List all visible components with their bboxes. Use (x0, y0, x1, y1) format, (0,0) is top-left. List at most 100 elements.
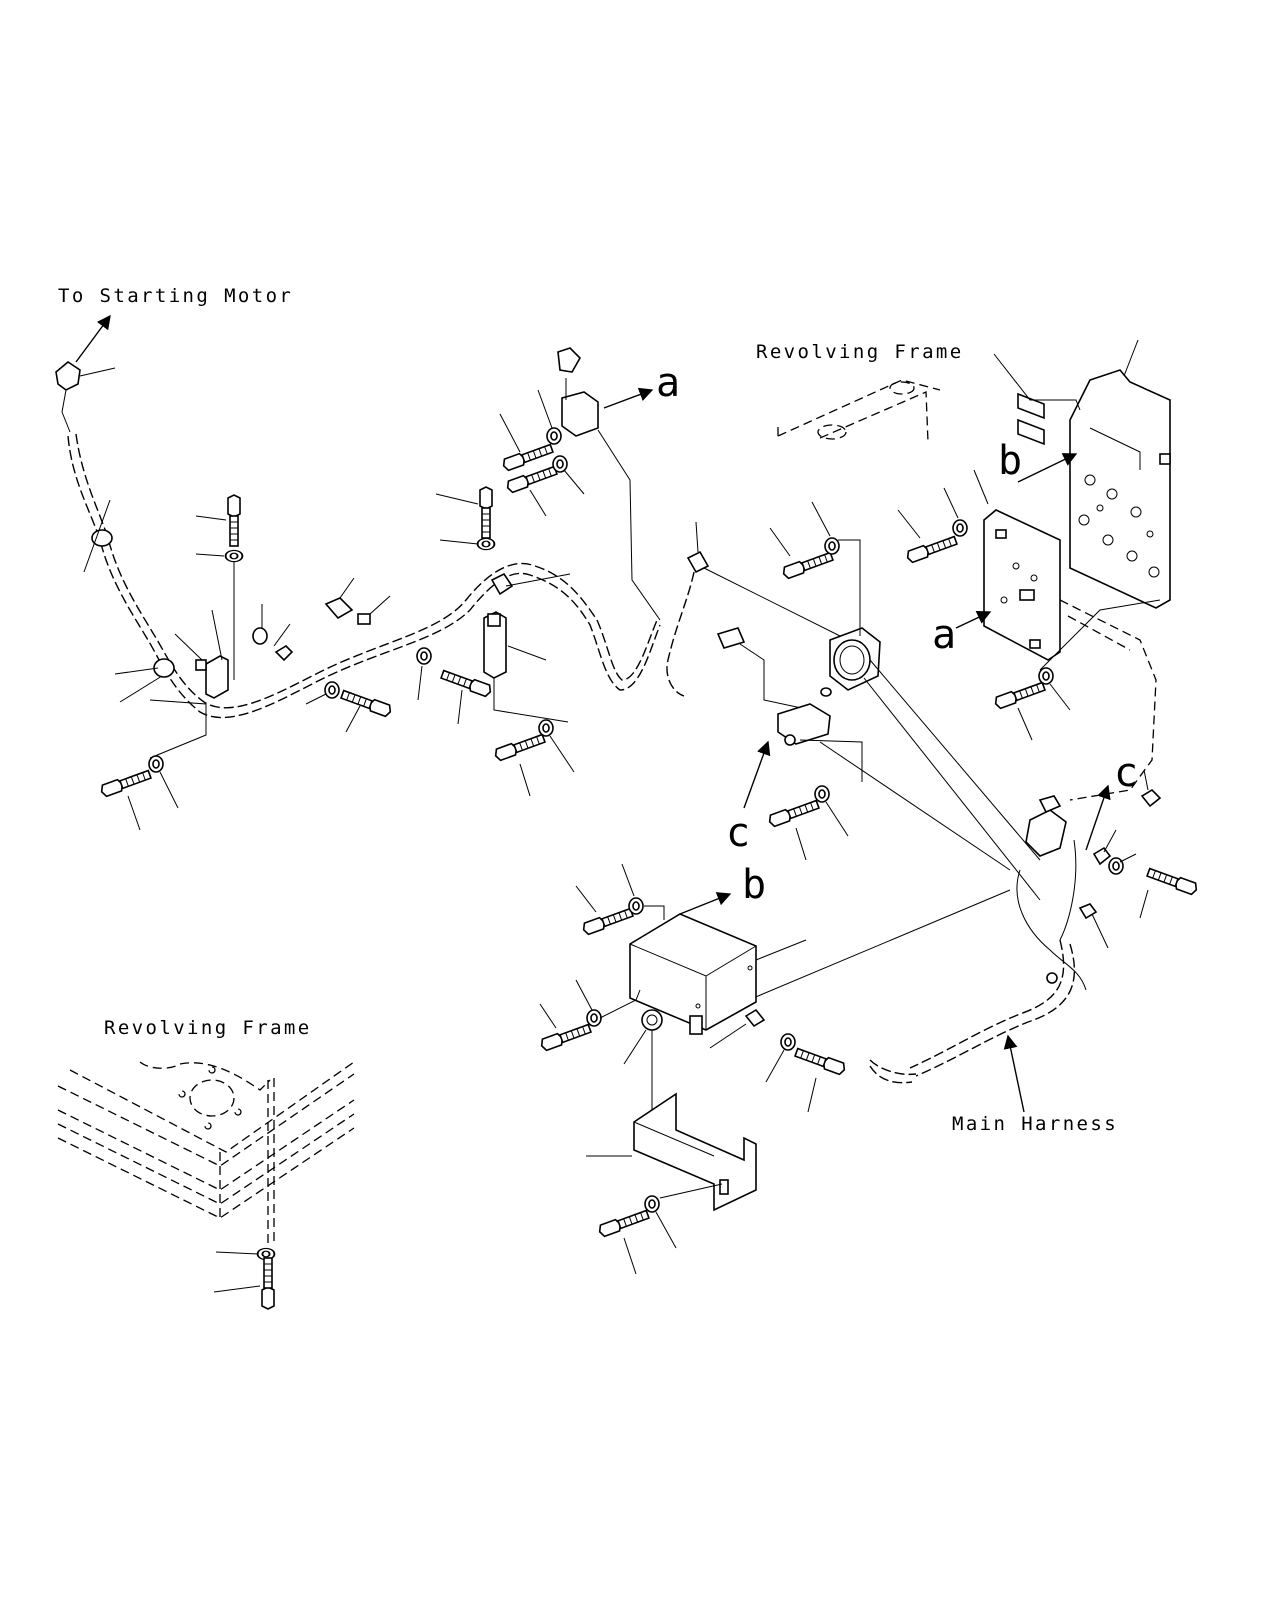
ref-c-right-label: c (1114, 750, 1138, 796)
grommet-icon (641, 1009, 663, 1031)
arrow-a-plate (955, 611, 992, 629)
leader-line (114, 667, 159, 675)
leader-line (709, 1023, 747, 1049)
large-cover-plate-icon (1069, 369, 1171, 609)
connector-icon (716, 627, 746, 649)
main-harness-label: Main Harness (952, 1113, 1118, 1135)
leader-line (174, 633, 203, 661)
leader-line (1143, 769, 1149, 791)
leader-line (1103, 829, 1117, 853)
leader-line (769, 527, 791, 557)
mounting-plate-icon (983, 509, 1061, 661)
leader-line (519, 763, 531, 797)
arrow-c-right (1085, 784, 1111, 851)
leader-line (739, 643, 821, 713)
leader-line (505, 573, 571, 587)
leader-line (719, 889, 1011, 1013)
leader-line (529, 489, 547, 517)
leader-line (499, 413, 521, 453)
bolt-icon (339, 687, 394, 719)
bolt-icon (992, 679, 1047, 711)
ref-b-plate-label: b (998, 438, 1022, 484)
leader-line (819, 741, 1011, 871)
washer-icon (824, 537, 840, 555)
relay-icon (557, 347, 599, 437)
washer-icon (1038, 667, 1054, 685)
bolt-icon (596, 1207, 651, 1239)
leader-line (83, 499, 111, 573)
leader-line (339, 577, 355, 599)
leader-line (869, 659, 1041, 861)
washer-icon (814, 785, 830, 803)
leader-line (655, 1211, 677, 1249)
bracket-icon (205, 609, 229, 699)
leader-line (549, 735, 575, 773)
leader-line (127, 795, 141, 831)
leader-line (537, 389, 553, 429)
leader-line (305, 693, 327, 705)
arrow-main-harness (1003, 1034, 1025, 1113)
leader-line (703, 567, 841, 637)
revolving-frame-outline (777, 379, 1157, 801)
arrow-b-plate (1017, 453, 1078, 483)
leader-line (838, 539, 861, 636)
leader-line (799, 739, 863, 782)
revolving-frame-top-label: Revolving Frame (756, 341, 964, 363)
bolt-icon (98, 767, 153, 799)
leader-line (755, 939, 807, 961)
leader-line (507, 645, 547, 661)
washer-icon (952, 519, 968, 537)
clip-icon (1092, 846, 1112, 866)
leader-line (1119, 853, 1137, 863)
bolt-icon (500, 441, 555, 473)
leader-line (417, 665, 423, 701)
leader-line (765, 1049, 785, 1083)
leader-line (539, 1003, 557, 1029)
leader-line (213, 1285, 261, 1293)
leader-line (369, 595, 391, 615)
clamp-small-icon (195, 659, 207, 671)
washer-icon (552, 455, 568, 473)
leader-line (273, 623, 291, 647)
washer-icon (586, 1009, 602, 1027)
leader-line (973, 469, 989, 505)
bolt-icon (227, 494, 241, 547)
battery-cable-hose (67, 433, 661, 719)
bolt-icon (904, 533, 959, 565)
connector-icon (490, 572, 514, 596)
arrow-a-top (603, 387, 654, 409)
leader-line (811, 501, 831, 537)
ref-a-label: a (656, 360, 680, 406)
arrow-b-box (679, 892, 732, 915)
leader-line (644, 905, 665, 920)
revolving-frame-detail (57, 1061, 355, 1244)
leader-line (159, 771, 179, 809)
leader-line (563, 469, 585, 495)
decal-icon (1017, 392, 1045, 446)
clip-icon (744, 1008, 766, 1028)
leader-line (345, 705, 361, 733)
clip-icon (357, 613, 371, 625)
terminal-icon (1078, 903, 1098, 920)
leader-line (493, 678, 569, 723)
relay-icon (777, 703, 831, 746)
ref-a-plate-label: a (932, 612, 956, 658)
leader-line (1139, 889, 1149, 919)
harness-connector-icon (1016, 795, 1087, 991)
washer-icon (324, 681, 340, 699)
washer-icon (644, 1195, 660, 1213)
leader-line (807, 1077, 817, 1113)
leader-line (1049, 683, 1071, 711)
leader-line (623, 1029, 647, 1065)
bolt-icon (261, 1257, 275, 1310)
bolt-icon (538, 1021, 593, 1053)
leader-line (993, 353, 1081, 411)
washer-icon (538, 719, 554, 737)
leader-line (621, 863, 635, 897)
washer-icon (416, 647, 432, 665)
arrow-to-starting-motor (75, 314, 111, 363)
leader-line (195, 553, 225, 557)
leader-line (863, 677, 1041, 901)
leader-line (215, 1251, 259, 1255)
